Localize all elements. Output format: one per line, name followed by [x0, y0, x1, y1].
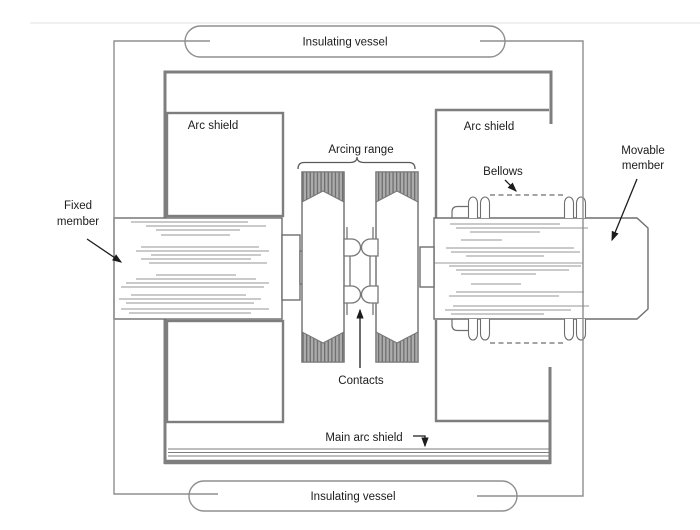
insulating-vessel-top: Insulating vessel	[184, 25, 506, 58]
arc-shield-left-label: Arc shield	[188, 120, 239, 132]
fixed-rod-body	[113, 217, 283, 320]
fixed-member-arrow	[86, 238, 123, 263]
bellows-convolution	[479, 319, 491, 341]
bellows-convolution	[479, 196, 491, 218]
bellows-convolution	[563, 319, 575, 341]
insulating-vessel-bottom-label: Insulating vessel	[310, 491, 395, 503]
movable-member-arrow	[611, 178, 638, 242]
diagram-labels: Arc shield Arc shield Arcing range Bello…	[57, 120, 665, 444]
contact-tip	[360, 285, 379, 304]
annotation-arrows	[86, 178, 638, 448]
bellows-flange-bottom	[451, 319, 471, 332]
insulating-vessel-top-label: Insulating vessel	[302, 37, 387, 49]
contact-tip	[343, 238, 362, 257]
vessel-wire-right	[477, 40, 584, 497]
fixed-member-rod	[113, 217, 309, 320]
contact-column-left	[301, 171, 345, 363]
arc-shield-box-lower-left	[165, 319, 285, 424]
bellows-convolution	[467, 196, 479, 218]
arc-shield-right-label: Arc shield	[464, 121, 515, 133]
contact-tip	[360, 238, 379, 257]
contact-tip	[343, 285, 362, 304]
vessel-wires	[113, 40, 584, 497]
contact-column-right	[375, 171, 419, 363]
contact-cap-top-left	[301, 171, 345, 203]
movable-member-label-line1: Movable	[621, 145, 664, 157]
bellows-convolution	[467, 319, 479, 341]
fixed-member-label-line1: Fixed	[64, 200, 92, 212]
movable-member-rod	[419, 205, 649, 332]
bellows-convolution	[575, 196, 587, 218]
bellows-label: Bellows	[483, 166, 523, 178]
contacts-label: Contacts	[338, 375, 384, 387]
movable-rod-hatching	[445, 223, 589, 315]
contact-neck-lines	[346, 227, 374, 315]
contact-assembly	[301, 171, 419, 363]
arc-shield-box-lower-right	[434, 320, 549, 423]
bellows-convolution	[563, 196, 575, 218]
main-arc-shield-label: Main arc shield	[325, 432, 402, 444]
arc-shield-box-upper-right	[434, 108, 549, 218]
contact-cap-top-right	[375, 171, 419, 203]
arcing-range-label: Arcing range	[328, 144, 393, 156]
bellows-convolution	[575, 319, 587, 341]
contact-cap-bottom-left	[301, 331, 345, 363]
movable-rod-body	[433, 217, 649, 320]
arc-shield-structure	[163, 70, 553, 465]
contact-cap-bottom-right	[375, 331, 419, 363]
contact-stems	[349, 256, 371, 286]
bellows-flange-top	[451, 205, 471, 218]
movable-member-label-line2: member	[622, 160, 664, 172]
fixed-rod-coupler	[281, 234, 301, 301]
arcing-range-brace	[297, 156, 416, 170]
main-arc-shield-arrow	[413, 435, 429, 448]
insulating-vessel-bottom: Insulating vessel	[188, 480, 518, 512]
fixed-member-label-line2: member	[57, 216, 99, 228]
vessel-wire-left	[113, 40, 218, 495]
fixed-rod-hatching	[119, 221, 269, 314]
movable-rod-coupler	[419, 246, 435, 288]
arc-shield-box-upper-left	[165, 111, 285, 218]
bellows-arrow	[504, 179, 517, 192]
main-arc-shield-plates	[168, 448, 549, 457]
